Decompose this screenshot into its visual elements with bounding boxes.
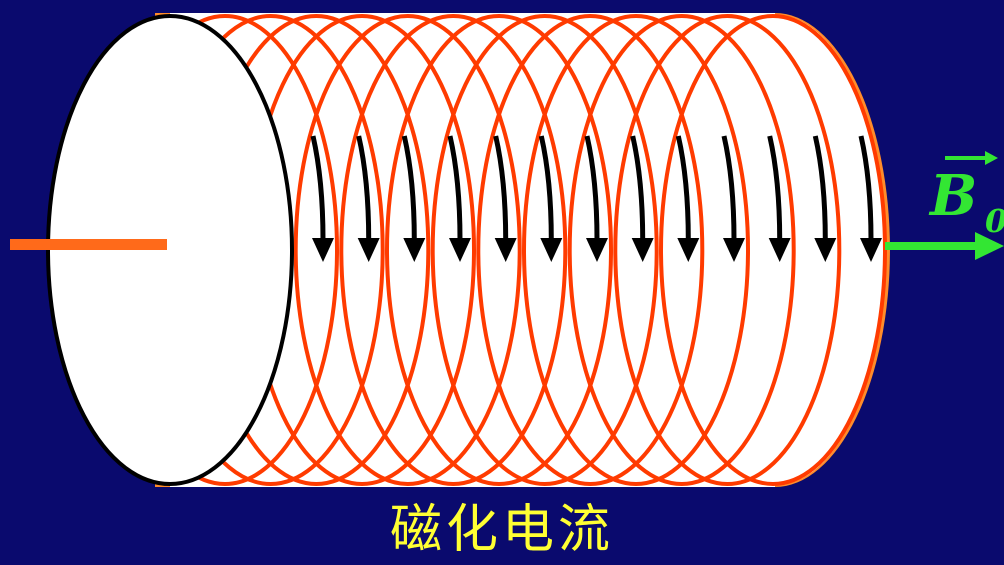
current-arrow-icon xyxy=(812,135,837,262)
current-arrow-icon xyxy=(767,135,791,262)
coil-turn xyxy=(430,14,659,486)
current-arrow-icon xyxy=(447,135,471,262)
current-arrow-icon xyxy=(310,135,334,262)
current-arrow-icon xyxy=(356,135,380,262)
coil-turn xyxy=(293,14,522,486)
caption: 磁化电流 xyxy=(389,500,614,560)
current-arrow-icon xyxy=(493,135,517,262)
current-arrow-icon xyxy=(721,135,745,262)
current-arrow-icon xyxy=(584,135,608,262)
axis-stub xyxy=(10,239,167,250)
current-arrow-icon xyxy=(401,135,426,262)
coil-turn xyxy=(385,14,613,486)
current-arrow-icon xyxy=(630,135,654,262)
current-arrow-group xyxy=(310,135,882,262)
coil-turn xyxy=(522,14,750,486)
coil-turn xyxy=(339,14,568,486)
coil-turn xyxy=(567,14,796,486)
field-label-subscript: 0 xyxy=(985,202,1004,240)
current-arrow-icon xyxy=(858,135,882,262)
coil-turn xyxy=(613,14,842,486)
field-arrow-icon xyxy=(885,232,1004,260)
field-label: B 0 xyxy=(928,151,1004,240)
field-label-symbol: B xyxy=(928,163,977,229)
current-arrow-icon xyxy=(675,135,700,262)
current-arrow-icon xyxy=(538,135,563,262)
coil-turn xyxy=(476,14,705,486)
